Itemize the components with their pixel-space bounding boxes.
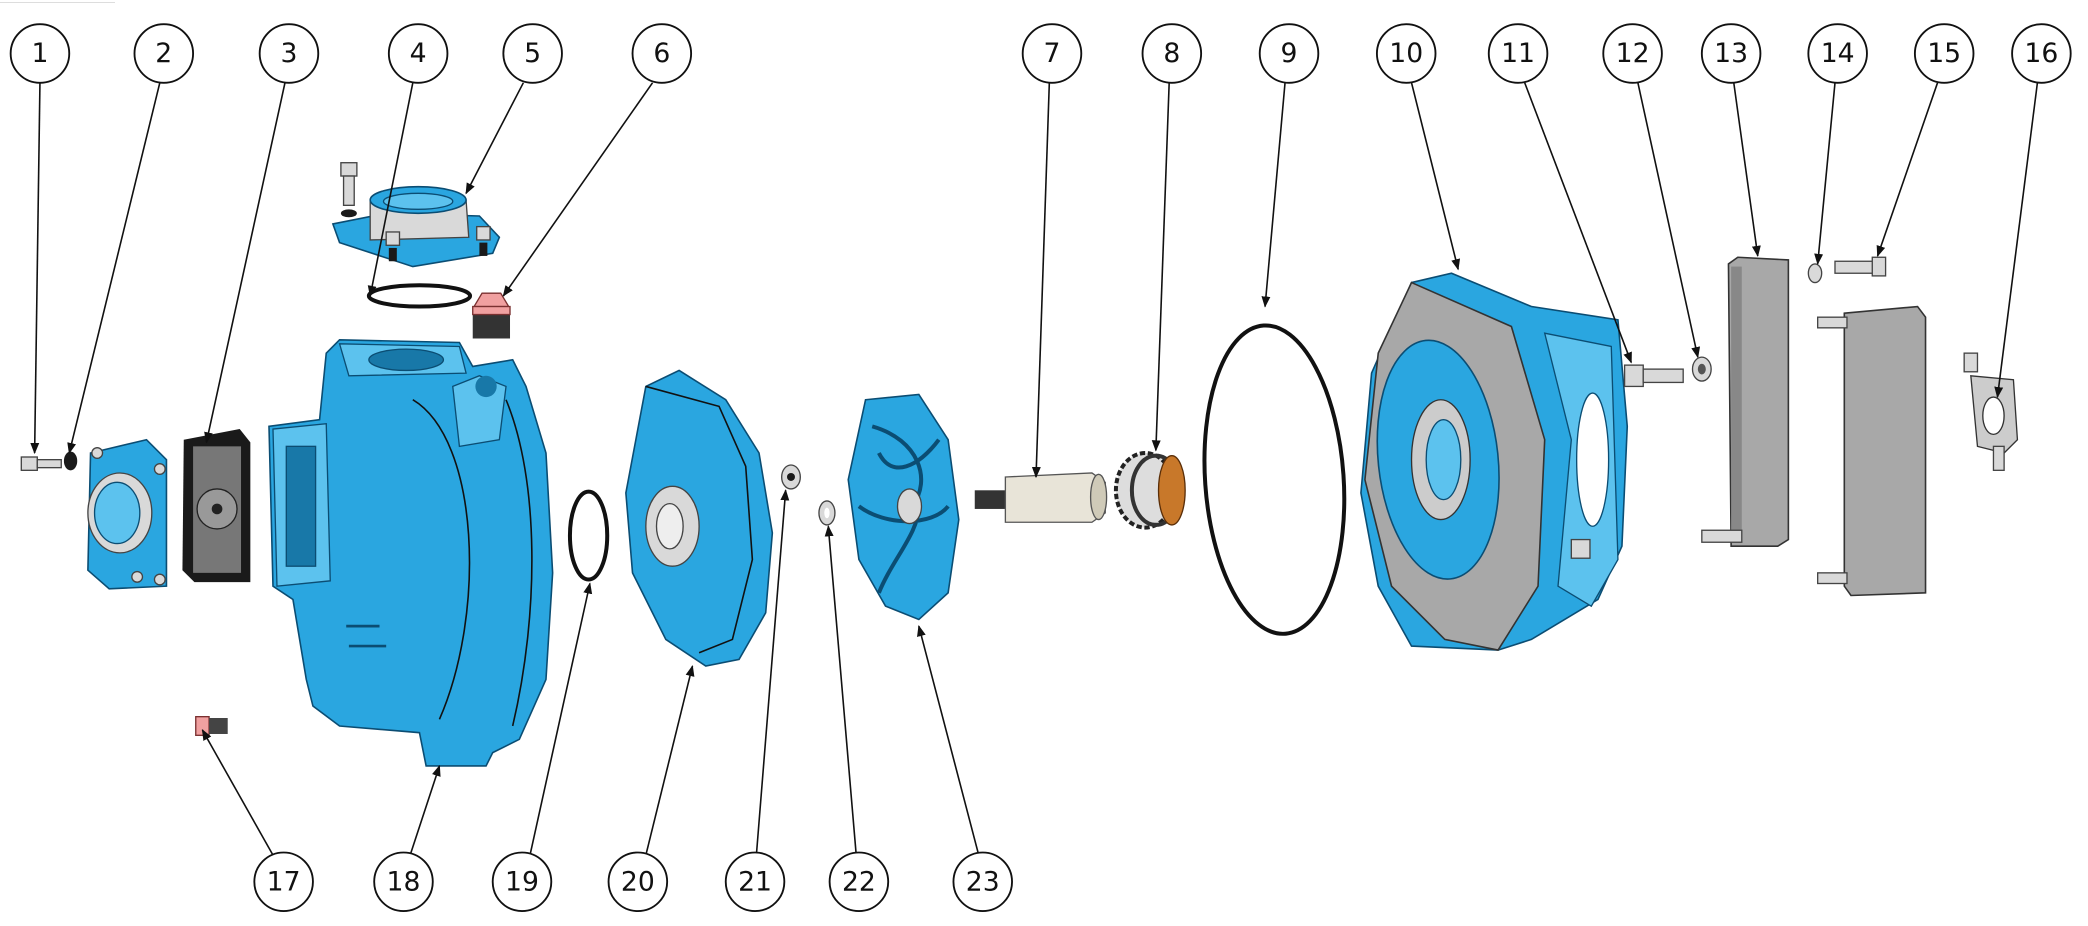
leader-1 [30,82,41,455]
svg-text:11: 11 [1501,38,1535,69]
leader-22 [824,525,858,856]
svg-text:13: 13 [1714,38,1748,69]
svg-text:14: 14 [1821,38,1855,69]
leader-8 [1151,82,1170,452]
leader-18 [409,764,441,856]
leader-6 [502,82,654,297]
svg-text:3: 3 [280,38,297,69]
leader-12 [1637,82,1701,359]
balloon-9: 9 [1258,23,1320,84]
leader-7 [1031,82,1051,479]
part-10-bracket [1360,272,1629,651]
svg-text:16: 16 [2024,38,2058,69]
part-2-washer [63,451,78,471]
part-8-mechanical-seal [1113,451,1186,530]
part-22-washer [818,500,836,526]
leader-20 [645,664,695,856]
leader-16 [1994,82,2039,399]
leader-13 [1732,82,1761,258]
balloon-18: 18 [373,851,434,913]
balloon-22: 22 [828,851,890,913]
balloon-23: 23 [952,851,1013,913]
svg-text:22: 22 [842,866,876,897]
leader-23 [917,625,980,856]
svg-text:5: 5 [524,38,541,69]
svg-text:9: 9 [1281,38,1298,69]
svg-text:6: 6 [653,38,670,69]
leader-21 [755,489,790,856]
part-23-impeller [847,393,960,621]
leader-10 [1410,82,1461,271]
leader-19 [529,582,593,856]
balloon-14: 14 [1807,23,1868,84]
svg-text:18: 18 [387,866,421,897]
leader-9 [1261,82,1286,308]
part-19-o-ring [567,489,610,582]
suction-flange [87,438,168,590]
part-7-shaft-sleeve [974,472,1108,523]
leader-3 [204,82,286,444]
part-14-nut [1807,263,1823,284]
part-3-gasket [182,429,251,583]
part-13-guard-plate [1701,256,1790,548]
balloon-6: 6 [631,23,693,84]
balloon-20: 20 [607,851,669,913]
part-6-plug [472,292,511,339]
balloon-13: 13 [1700,23,1762,84]
part-12-washer [1691,356,1712,382]
balloon-5: 5 [502,23,563,84]
svg-text:1: 1 [31,38,48,69]
balloon-19: 19 [491,851,553,913]
svg-text:21: 21 [738,866,772,897]
balloon-1: 1 [9,23,71,84]
guard-plate-second [1817,305,1927,597]
svg-text:15: 15 [1927,38,1961,69]
balloon-8: 8 [1141,23,1203,84]
balloon-21: 21 [724,851,786,913]
part-4-o-ring [366,283,473,309]
svg-text:2: 2 [155,38,172,69]
svg-text:4: 4 [410,38,427,69]
part-1-bolt [20,456,62,471]
part-15-bolt [1834,256,1887,277]
balloon-7: 7 [1021,23,1083,84]
svg-text:12: 12 [1616,38,1650,69]
balloon-15: 15 [1913,23,1975,84]
svg-text:20: 20 [621,866,655,897]
leader-5 [465,82,525,195]
part-16-coupling-clamp [1963,352,2019,471]
svg-text:23: 23 [966,866,1000,897]
balloons: 1 2 3 4 5 6 7 8 9 10 11 12 13 14 15 16 1… [9,23,2072,913]
leader-2 [67,82,161,455]
svg-text:17: 17 [267,866,301,897]
part-21-nut [781,464,801,490]
svg-text:8: 8 [1163,38,1180,69]
leader-lines [30,82,2039,856]
leader-17 [201,729,274,856]
leader-14 [1814,82,1836,266]
part-20-wear-plate [625,369,774,667]
balloon-10: 10 [1375,23,1437,84]
balloon-4: 4 [387,23,449,84]
part-17-drain-plug [195,716,228,736]
balloon-3: 3 [258,23,320,84]
svg-text:19: 19 [505,866,539,897]
leader-15 [1876,82,1939,257]
leader-11 [1523,82,1632,364]
balloon-16: 16 [2011,23,2072,84]
part-5-discharge-flange [331,162,501,268]
part-9-o-ring [1202,323,1347,636]
part-11-bolt [1623,364,1684,388]
balloon-11: 11 [1487,23,1549,84]
divider [0,2,115,3]
svg-text:10: 10 [1389,38,1423,69]
balloon-17: 17 [253,851,314,913]
part-18-casing [268,339,554,767]
balloon-12: 12 [1602,23,1663,84]
svg-text:7: 7 [1044,38,1061,69]
leader-4 [367,82,414,297]
balloon-2: 2 [133,23,195,84]
